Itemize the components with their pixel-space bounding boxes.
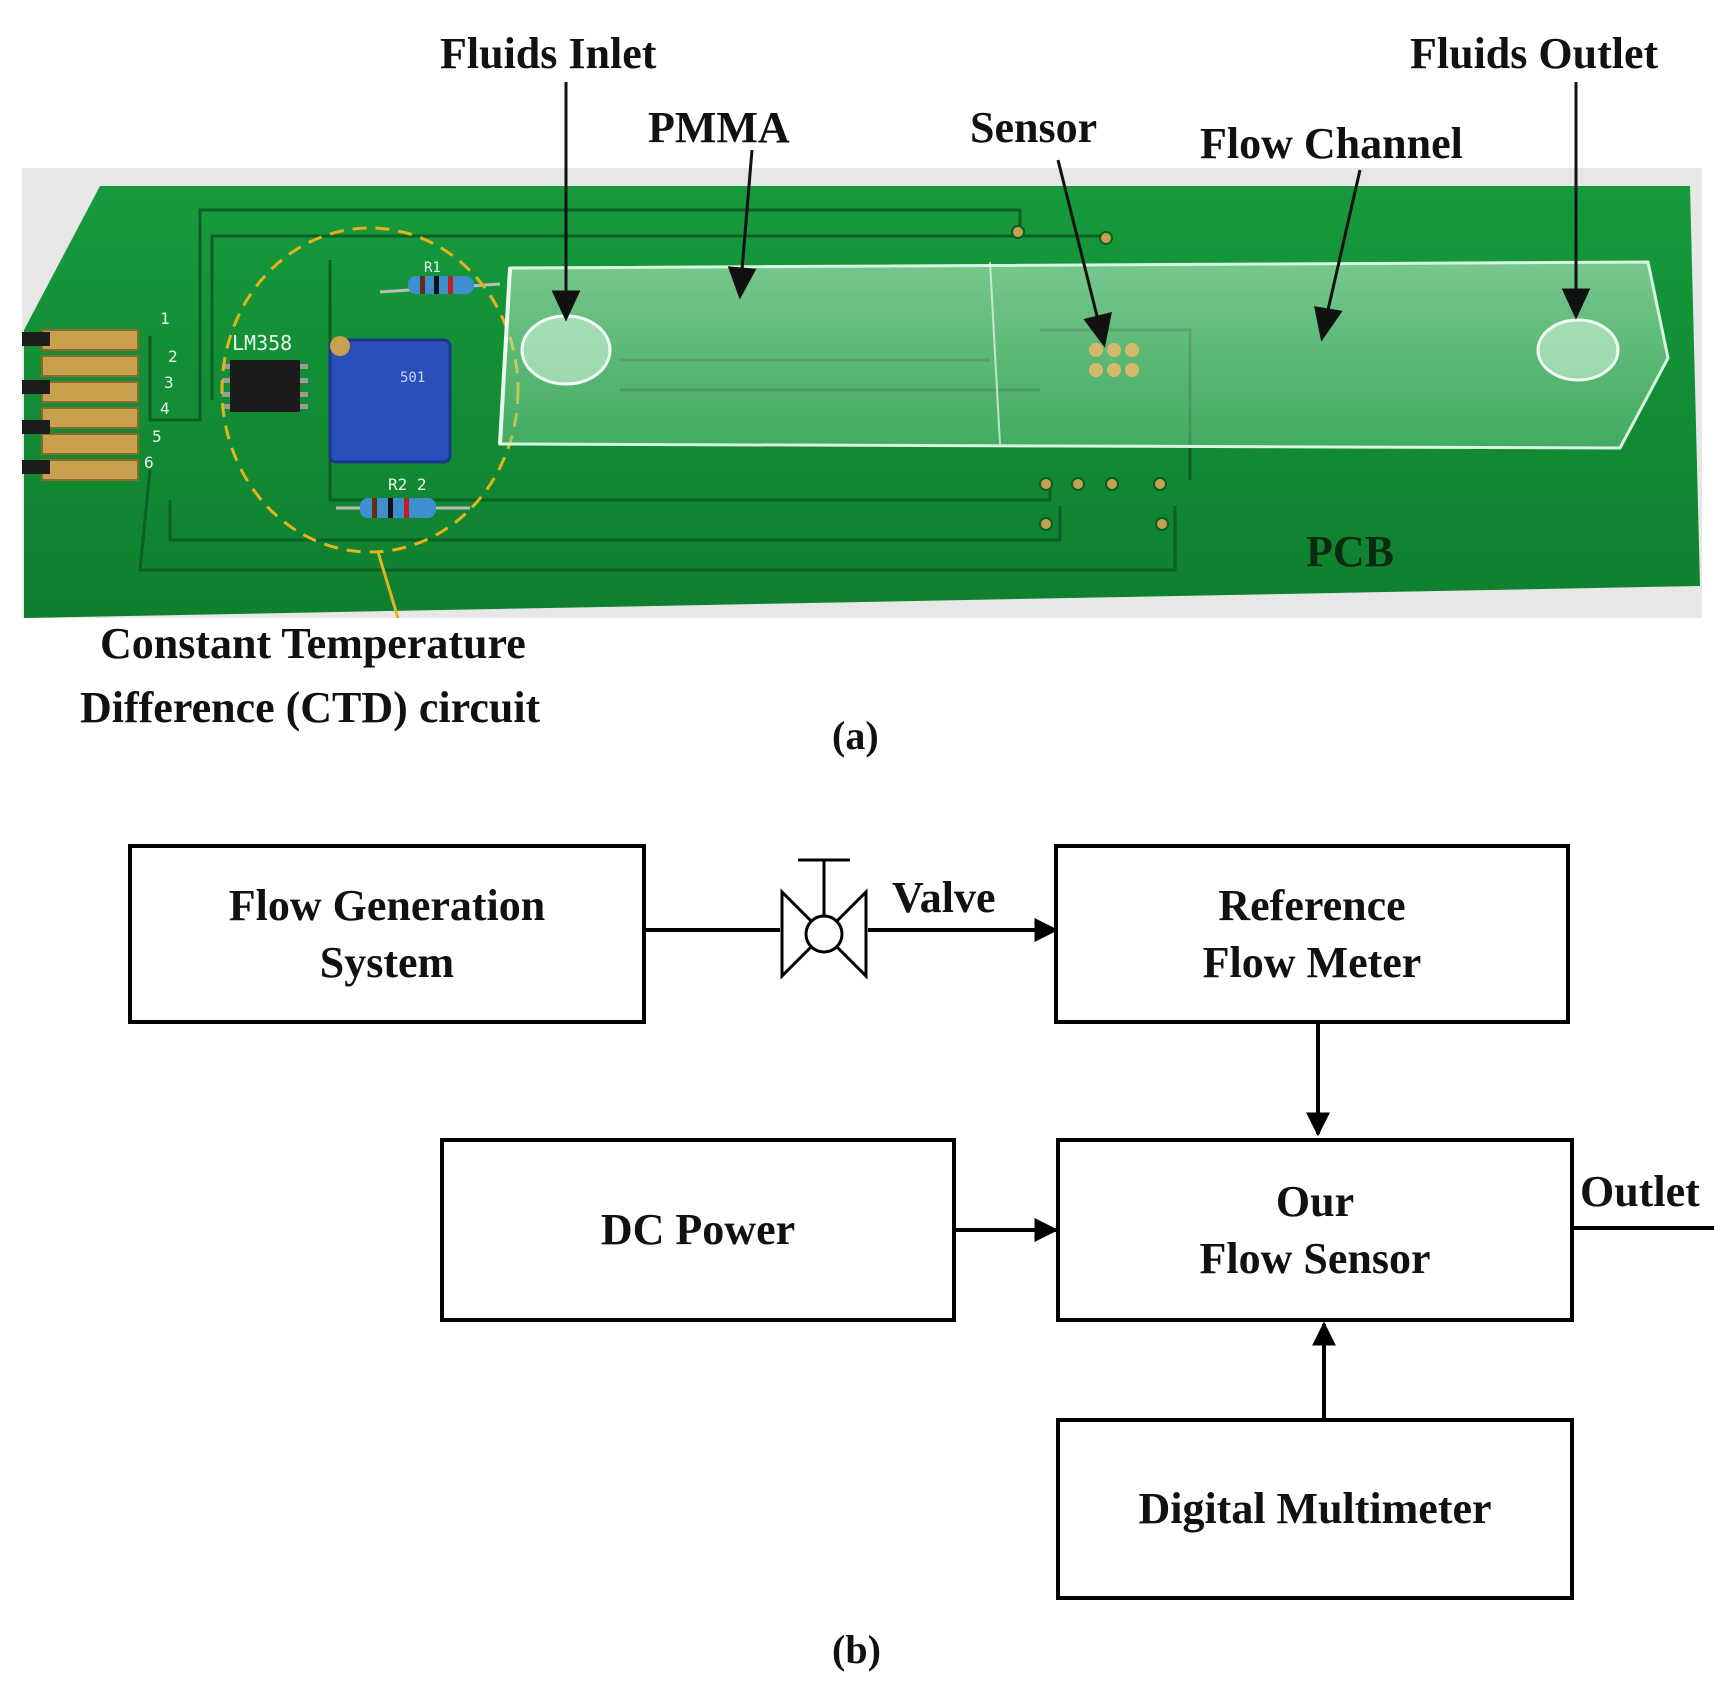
caption-b: (b) bbox=[832, 1627, 881, 1672]
pin-6: 6 bbox=[144, 453, 154, 472]
dc-power-line1: DC Power bbox=[600, 1205, 796, 1255]
pmma-label: PMMA bbox=[648, 103, 790, 152]
pin-numbers: 1 2 3 4 5 6 bbox=[144, 309, 178, 472]
our-flow-sensor-box: Our Flow Sensor bbox=[1056, 1138, 1574, 1322]
multimeter-line1: Digital Multimeter bbox=[1138, 1484, 1492, 1534]
outlet-label: Outlet bbox=[1580, 1167, 1700, 1216]
reference-line1: Reference bbox=[1218, 880, 1406, 930]
potentiometer bbox=[328, 338, 452, 464]
flow-generation-line2: System bbox=[319, 938, 455, 987]
flow-channel-label: Flow Channel bbox=[1200, 119, 1463, 168]
flow-generation-box: Flow Generation System bbox=[128, 844, 646, 1024]
fluids-inlet-label: Fluids Inlet bbox=[440, 29, 657, 78]
pot-silkscreen: 501 bbox=[400, 370, 425, 386]
wires bbox=[22, 332, 50, 474]
opamp-chip bbox=[230, 360, 300, 412]
pin-5: 5 bbox=[152, 427, 162, 446]
ctd-label-line1: Constant Temperature bbox=[100, 619, 526, 668]
pmma-block bbox=[498, 260, 1670, 450]
edge-pads bbox=[41, 329, 139, 481]
caption-a: (a) bbox=[832, 713, 879, 758]
resistor-r1 bbox=[379, 276, 501, 294]
ctd-label-line2: Difference (CTD) circuit bbox=[80, 683, 541, 732]
fluids-outlet-port bbox=[1536, 318, 1620, 382]
fluids-outlet-label: Fluids Outlet bbox=[1410, 29, 1659, 78]
ctd-leader-line bbox=[376, 551, 400, 619]
pin-3: 3 bbox=[164, 373, 174, 392]
valve-label: Valve bbox=[892, 873, 996, 922]
pin-1: 1 bbox=[160, 309, 170, 328]
sensor-line1: Our bbox=[1275, 1176, 1355, 1226]
sensor-label: Sensor bbox=[970, 103, 1098, 152]
flow-generation-line1: Flow Generation bbox=[228, 880, 546, 930]
dc-power-box: DC Power bbox=[440, 1138, 956, 1322]
fluids-inlet-port bbox=[520, 314, 612, 386]
chip-silkscreen: LM358 bbox=[232, 331, 292, 355]
r1-silkscreen: R1 bbox=[424, 260, 441, 276]
valve-icon bbox=[780, 858, 868, 980]
reference-flow-meter-box: Reference Flow Meter bbox=[1054, 844, 1570, 1024]
reference-line2: Flow Meter bbox=[1202, 938, 1422, 987]
pin-4: 4 bbox=[160, 399, 170, 418]
pcb-label: PCB bbox=[1306, 527, 1394, 576]
resistor-r2 bbox=[336, 498, 470, 518]
digital-multimeter-box: Digital Multimeter bbox=[1056, 1418, 1574, 1600]
pcb-photo: 1 2 3 4 5 6 LM358 501 R1 R2 2 bbox=[22, 82, 1702, 619]
r2-silkscreen: R2 2 bbox=[388, 475, 427, 494]
label-arrows bbox=[551, 82, 1591, 348]
pin-2: 2 bbox=[168, 347, 178, 366]
sensor-chip bbox=[1089, 343, 1139, 377]
sensor-line2: Flow Sensor bbox=[1199, 1234, 1431, 1283]
